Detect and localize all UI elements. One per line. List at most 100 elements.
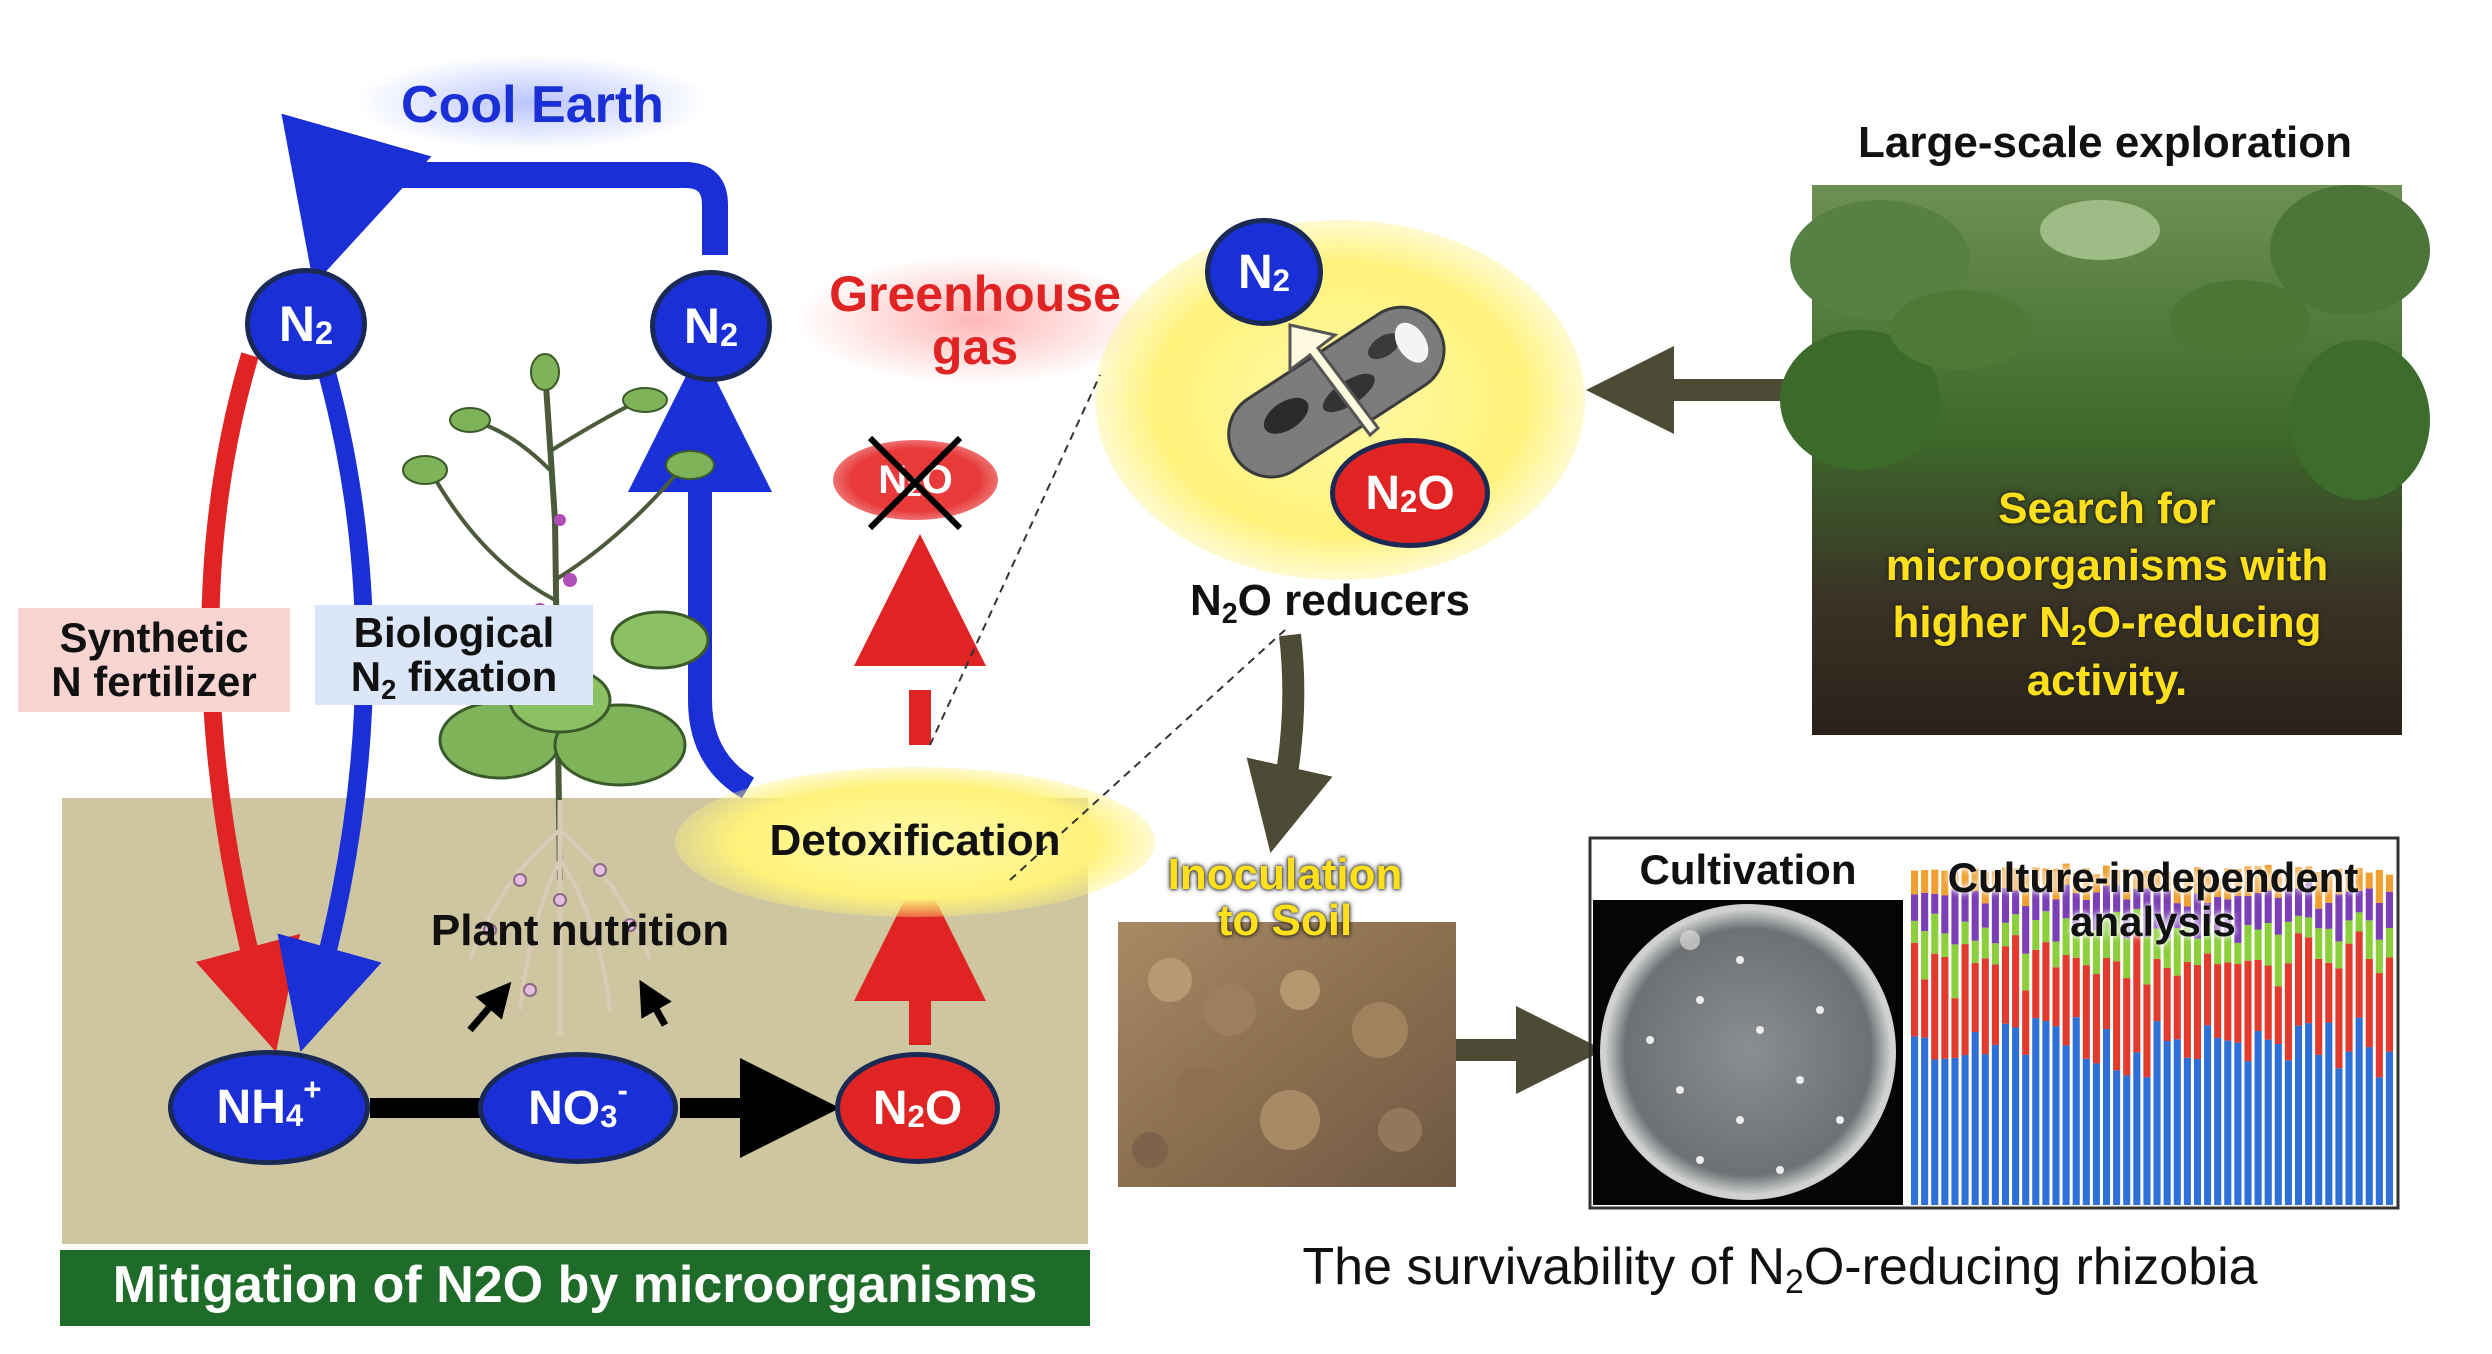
stacked-bar-segment	[1921, 931, 1929, 980]
stacked-bar-segment	[2305, 1023, 2313, 1205]
soil-photo	[1118, 922, 1456, 1187]
stacked-bar-segment	[1981, 927, 1989, 959]
stacked-bar-segment	[1951, 1057, 1959, 1205]
stacked-bar-segment	[2072, 1017, 2080, 1205]
stacked-bar-segment	[2173, 1039, 2181, 1205]
stacked-bar-segment	[2264, 1039, 2272, 1205]
stacked-bar-segment	[2163, 1041, 2171, 1205]
detoxification-ellipse	[675, 767, 1155, 917]
mitigation-banner-text: Mitigation of N2O by microorganisms	[112, 1256, 1038, 1314]
stacked-bar-segment	[1941, 956, 1949, 1059]
stacked-bar-segment	[2264, 922, 2272, 966]
stacked-bar-segment	[2113, 870, 2121, 885]
stacked-bar-segment	[1971, 1031, 1979, 1205]
stacked-bar-segment	[1961, 868, 1969, 892]
stacked-bar-segment	[2204, 953, 2212, 1026]
stacked-bar-segment	[2143, 1077, 2151, 1205]
stacked-bar-segment	[2082, 965, 2090, 1059]
stacked-bar-segment	[2153, 928, 2161, 959]
stacked-bar-segment	[2375, 939, 2383, 974]
stacked-bar-segment	[1931, 953, 1939, 1060]
stacked-bar-segment	[2062, 1045, 2070, 1205]
stacked-bar-segment	[2274, 1043, 2282, 1205]
stacked-bar-segment	[2224, 899, 2232, 934]
stacked-bar-segment	[2355, 912, 2363, 932]
stacked-bar-segment	[2052, 1026, 2060, 1205]
nutrition-arrow-right	[639, 979, 672, 1027]
stacked-bar-segment	[1911, 920, 1919, 943]
stacked-bar-segment	[2032, 888, 2040, 921]
stacked-bar-segment	[2173, 903, 2181, 928]
synthetic-fertilizer-label: Synthetic N fertilizer	[18, 608, 290, 713]
stacked-bar-segment	[2113, 961, 2121, 1071]
stacked-bar-segment	[2092, 892, 2100, 931]
petri-dish-photo	[1593, 900, 1903, 1205]
stacked-bar-segment	[2102, 958, 2111, 1030]
stacked-bar-segment	[2123, 1075, 2131, 1205]
stacked-bar-segment	[2325, 1022, 2333, 1205]
results-frame	[1588, 836, 2400, 1210]
stacked-bar-segment	[2385, 957, 2393, 1052]
stacked-bar-segment	[2345, 869, 2353, 892]
stacked-bar-segment	[2113, 911, 2121, 962]
stacked-bar-segment	[1991, 1044, 1999, 1205]
stacked-bar-segment	[2244, 1061, 2252, 1205]
stacked-bar-segment	[2032, 1018, 2040, 1205]
search-line-2: microorganisms with	[1885, 541, 2329, 591]
stacked-bar-segment	[2335, 968, 2343, 1069]
stacked-bar-segment	[2193, 938, 2202, 966]
stacked-bar-segment	[2264, 864, 2272, 891]
stacked-bar-segment	[2001, 887, 2010, 923]
stacked-bar-segment	[2052, 868, 2060, 900]
stacked-bar-segment	[1951, 871, 1959, 890]
stacked-bar-segment	[2315, 928, 2323, 959]
stacked-bar-segment	[2375, 869, 2383, 903]
stacked-bar-segment	[2082, 1058, 2090, 1205]
stacked-bar-segment	[1921, 1037, 1929, 1205]
stacked-bar-segment	[2042, 942, 2050, 1022]
stacked-bar-segment	[2234, 963, 2242, 1043]
biological-line-1: Biological	[353, 609, 555, 656]
stacked-bar-segment	[2123, 868, 2131, 900]
stacked-bar-segment	[2022, 1054, 2030, 1205]
stacked-bar-segment	[2092, 974, 2100, 1064]
culture-independent-label: Culture-independent analysis	[1908, 854, 2398, 944]
stacked-bar-segment	[2163, 889, 2171, 939]
stacked-bar-segment	[2102, 865, 2111, 886]
stacked-bar-segment	[2173, 927, 2181, 976]
stacked-bar-segment	[2234, 942, 2242, 964]
stacked-bar-segment	[2193, 867, 2202, 894]
stacked-bar-segment	[1981, 1054, 1989, 1205]
stacked-bar-segment	[2325, 902, 2333, 929]
search-line-1: Search for	[1998, 484, 2216, 533]
stacked-bar-segment	[1911, 870, 1919, 895]
stacked-bar-segment	[2294, 867, 2303, 889]
field-photo	[1780, 185, 2430, 735]
stacked-bar-segment	[2082, 924, 2090, 966]
stacked-bar-segment	[2264, 965, 2272, 1040]
stacked-bar-segment	[2244, 866, 2252, 896]
culture-ind-line-1: Culture-independent	[1947, 854, 2359, 901]
stacked-bar-segment	[2385, 891, 2393, 928]
stacked-bar-segment	[2294, 933, 2303, 1026]
stacked-bar-segment	[2143, 984, 2151, 1078]
stacked-bar-segment	[2224, 1040, 2232, 1205]
stacked-bar-segment	[2264, 890, 2272, 923]
stacked-bar-segment	[2214, 964, 2222, 1038]
stacked-bar-segment	[1971, 891, 1979, 941]
stacked-bar-segment	[2072, 893, 2080, 927]
stacked-bar-segment	[2102, 917, 2111, 959]
stacked-bar-segment	[2274, 986, 2282, 1044]
stacked-bar-segment	[2133, 933, 2141, 1053]
stacked-bar-segment	[1951, 998, 1959, 1058]
stacked-bar-segment	[2244, 925, 2252, 961]
stacked-bar-segment	[1941, 895, 1949, 934]
stacked-bar-segment	[2385, 874, 2393, 892]
detoxification-label: Detoxification	[769, 816, 1061, 865]
